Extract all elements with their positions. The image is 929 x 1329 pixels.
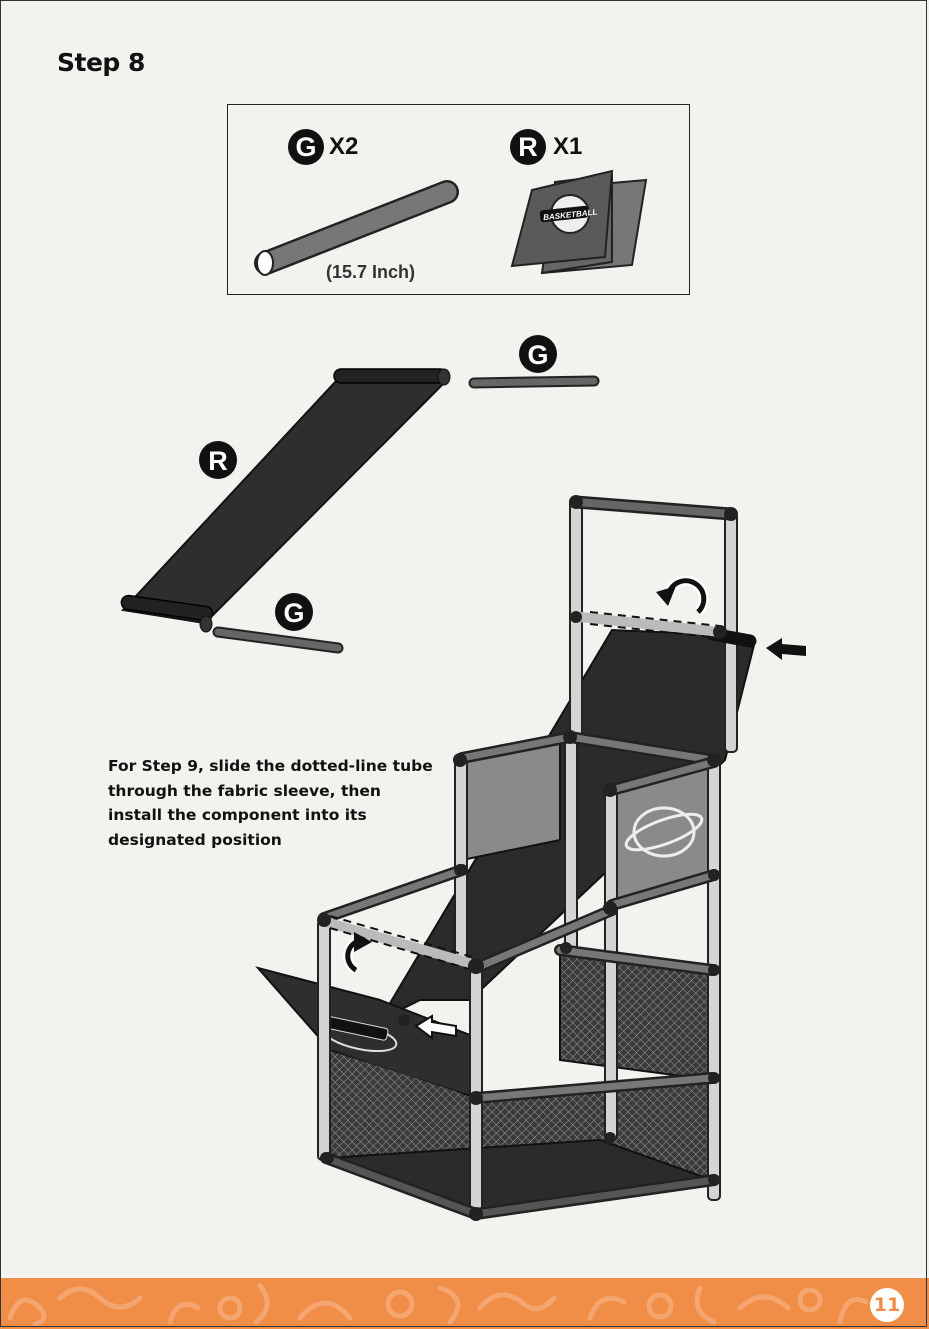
footer-swirl-pattern — [0, 1278, 929, 1329]
page-number: 11 — [870, 1288, 904, 1322]
instruction-line: designated position — [108, 828, 428, 853]
fabric-sheet-icon: BASKETBALL — [512, 171, 646, 273]
fabric-sheet-r — [120, 369, 450, 632]
instruction-line: For Step 9, slide the dotted-line tube — [108, 754, 428, 779]
insert-arrow-right-icon — [766, 638, 806, 660]
page-footer — [0, 1278, 929, 1329]
rotate-arrow-top-icon — [656, 581, 704, 612]
svg-text:G: G — [283, 598, 304, 628]
svg-text:G: G — [527, 340, 548, 370]
instruction-line: through the fabric sleeve, then — [108, 779, 428, 804]
tube-icon — [257, 192, 447, 275]
tube-g-top — [474, 381, 594, 383]
svg-text:R: R — [208, 446, 228, 476]
instruction-text: For Step 9, slide the dotted-line tube t… — [108, 754, 428, 852]
instruction-line: install the component into its — [108, 803, 428, 828]
tube-g-bottom — [218, 632, 338, 648]
